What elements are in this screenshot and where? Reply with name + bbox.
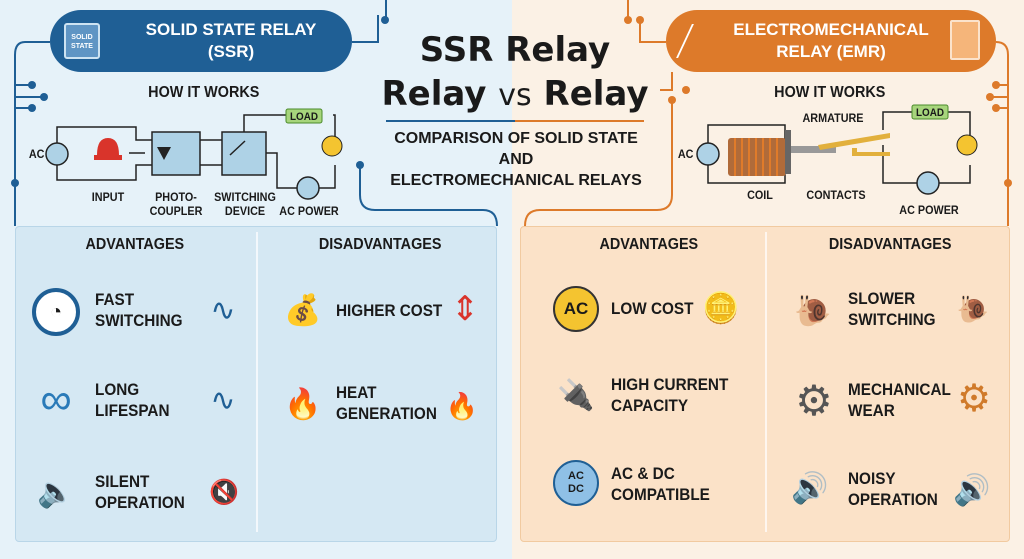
armature-label: ARMATURE bbox=[802, 111, 864, 125]
ac-power-label: AC POWER bbox=[899, 203, 959, 217]
ssr-disadvantages-title: DISADVANTAGES bbox=[318, 236, 442, 253]
money-bag-icon: 💰 bbox=[284, 293, 322, 327]
ac-power-icon bbox=[916, 171, 940, 195]
emr-header: ELECTROMECHANICAL RELAY (EMR) bbox=[666, 10, 996, 72]
fire-icon: 🔥 bbox=[284, 387, 322, 421]
ac-source-icon bbox=[696, 142, 720, 166]
ssr-disadvantage-higher-cost: HIGHER COST bbox=[336, 301, 443, 320]
coil-label: COIL bbox=[747, 188, 773, 202]
emr-column-divider bbox=[765, 232, 767, 532]
infinity-icon: ∞ bbox=[40, 375, 72, 424]
title-divider bbox=[386, 120, 644, 122]
stopwatch-icon: ◔ bbox=[32, 288, 80, 336]
armature-icon bbox=[818, 133, 890, 150]
ac-label: AC bbox=[677, 147, 694, 161]
emr-how-it-works: HOW IT WORKS bbox=[774, 84, 886, 101]
bulb-icon bbox=[956, 134, 978, 156]
speaker-icon: 🔊 bbox=[791, 471, 829, 505]
speaker-icon: 🔈 bbox=[37, 475, 75, 509]
bulb-icon bbox=[321, 135, 343, 157]
snail-icon: 🐌 bbox=[956, 293, 990, 324]
photodiode-icon bbox=[157, 147, 171, 160]
emr-disadvantages-title: DISADVANTAGES bbox=[828, 236, 952, 253]
ac-power-label: AC POWER bbox=[279, 204, 339, 218]
main-title: SSR Relay Relay vs Relay bbox=[381, 30, 649, 114]
heatsink-fire-icon: 🔥 bbox=[445, 390, 479, 421]
ac-coin-icon: AC bbox=[553, 286, 599, 332]
emr-advantage-low-cost: LOW COST bbox=[611, 299, 694, 318]
led-icon bbox=[97, 138, 119, 155]
contacts-icon bbox=[852, 148, 890, 156]
emr-header-line2: RELAY (EMR) bbox=[776, 42, 886, 61]
relay-icon bbox=[950, 20, 980, 60]
mute-speaker-icon: 🔇 bbox=[209, 478, 239, 506]
load-label: LOAD bbox=[915, 107, 945, 119]
gear-icon: ⚙ bbox=[956, 377, 992, 420]
speaker-icon: 🔊 bbox=[953, 473, 991, 507]
photocoupler-label: PHOTO-COUPLER bbox=[149, 190, 203, 218]
cable-plug-icon: 🔌 bbox=[557, 378, 595, 412]
ssr-how-it-works: HOW IT WORKS bbox=[148, 84, 260, 101]
up-down-arrow-icon: ⇕ bbox=[450, 290, 480, 328]
load-label: LOAD bbox=[289, 111, 319, 123]
ssr-header-line1: SOLID STATE RELAY bbox=[145, 20, 317, 39]
input-label: INPUT bbox=[91, 190, 125, 204]
contacts-label: CONTACTS bbox=[806, 188, 866, 202]
snail-icon: 🐌 bbox=[794, 294, 832, 328]
sine-wave-icon: ∿ bbox=[210, 383, 236, 417]
ac-source-icon bbox=[45, 142, 69, 166]
ssr-header-line2: (SSR) bbox=[207, 42, 255, 61]
coin-stack-icon: 🪙 bbox=[702, 291, 740, 325]
ssr-column-divider bbox=[256, 232, 258, 532]
ssr-advantages-title: ADVANTAGES bbox=[85, 236, 185, 253]
ac-label: AC bbox=[28, 147, 45, 161]
emr-advantages-title: ADVANTAGES bbox=[599, 236, 699, 253]
gear-icon: ⚙ bbox=[795, 376, 833, 424]
emr-header-line1: ELECTROMECHANICAL bbox=[733, 20, 929, 39]
sine-wave-icon: ∿ bbox=[210, 293, 236, 327]
ac-power-icon bbox=[296, 176, 320, 200]
